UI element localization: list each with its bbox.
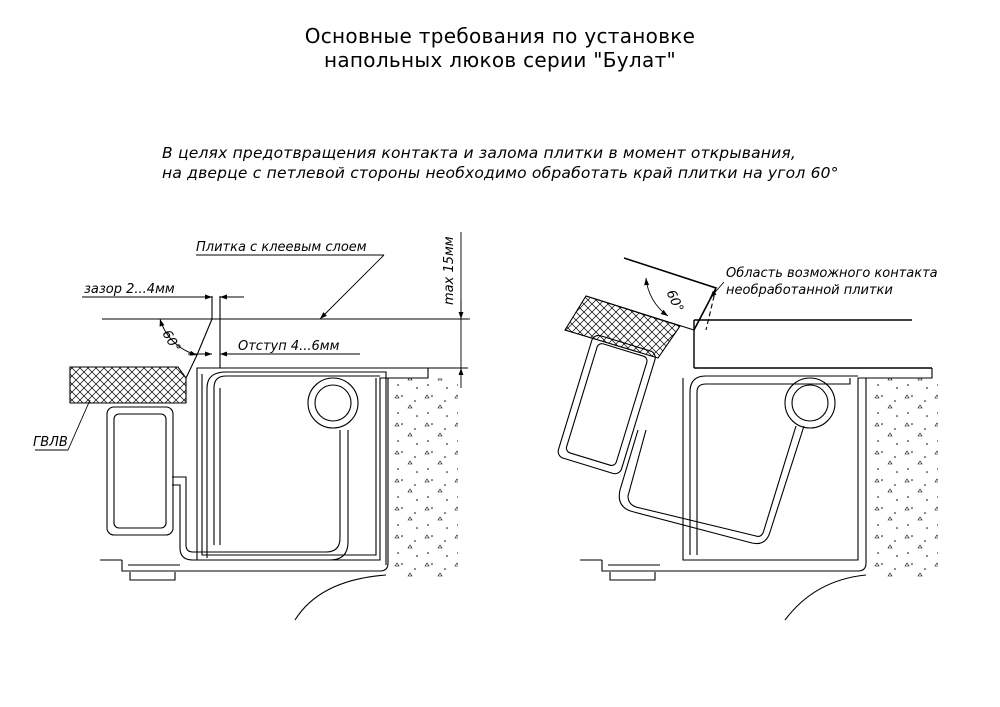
- right-annotations: [644, 277, 725, 317]
- left-drawing: [69, 296, 468, 621]
- left-board: [69, 366, 187, 404]
- right-contact-label-1: Область возможного контакта: [726, 266, 938, 281]
- right-contact-label-2: необработанной плитки: [726, 283, 893, 298]
- note-line-1: В целях предотвращения контакта и залома…: [162, 144, 797, 162]
- right-angle-label: 60°: [663, 288, 686, 315]
- title-line-1: Основные требования по установке: [304, 24, 696, 48]
- note-line-2: на дверце с петлевой стороны необходимо …: [162, 164, 839, 182]
- left-gap-label: зазор 2...4мм: [84, 282, 175, 297]
- left-tile-label: Плитка с клеевым слоем: [196, 240, 367, 255]
- left-max-label: max 15мм: [442, 236, 457, 305]
- right-drawing: [557, 257, 938, 621]
- right-lid-tile: [564, 295, 681, 359]
- left-offset-label: Отступ 4...6мм: [238, 339, 340, 354]
- left-annotations: [35, 232, 470, 451]
- title-line-2: напольных люков серии "Булат": [323, 48, 677, 72]
- left-board-label: ГВЛВ: [33, 435, 68, 450]
- left-angle-label: 60°: [159, 328, 184, 355]
